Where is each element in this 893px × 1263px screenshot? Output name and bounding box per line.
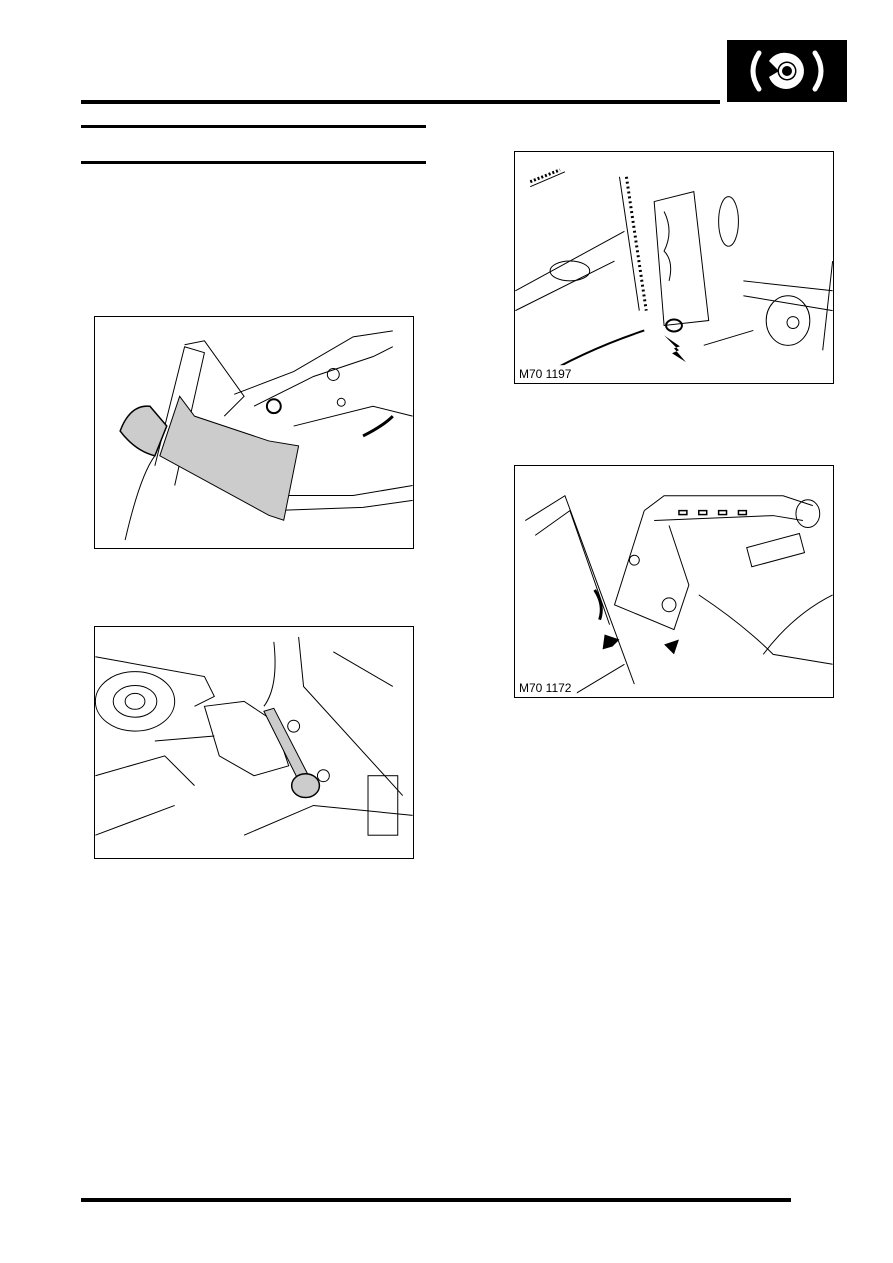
cable-linkage-illustration bbox=[95, 636, 413, 836]
footer-rule bbox=[81, 1198, 791, 1202]
header-rule bbox=[81, 100, 720, 104]
parking-brake-icon bbox=[750, 50, 824, 92]
section-title-rule-top bbox=[81, 125, 426, 128]
lever-assembly-illustration bbox=[515, 494, 833, 697]
section-title-rule-bottom bbox=[81, 161, 426, 164]
figure-ratchet-release: M70 1197 bbox=[514, 151, 834, 384]
console-duct-illustration bbox=[119, 330, 413, 541]
figure-lever-assembly: M70 1172 bbox=[514, 465, 834, 698]
ratchet-release-illustration bbox=[515, 168, 833, 383]
figure-label: M70 1197 bbox=[519, 367, 574, 381]
figure-console-duct bbox=[94, 316, 414, 549]
figure-cable-linkage bbox=[94, 626, 414, 859]
figure-label: M70 1172 bbox=[519, 681, 574, 695]
section-icon-tab bbox=[727, 40, 847, 102]
